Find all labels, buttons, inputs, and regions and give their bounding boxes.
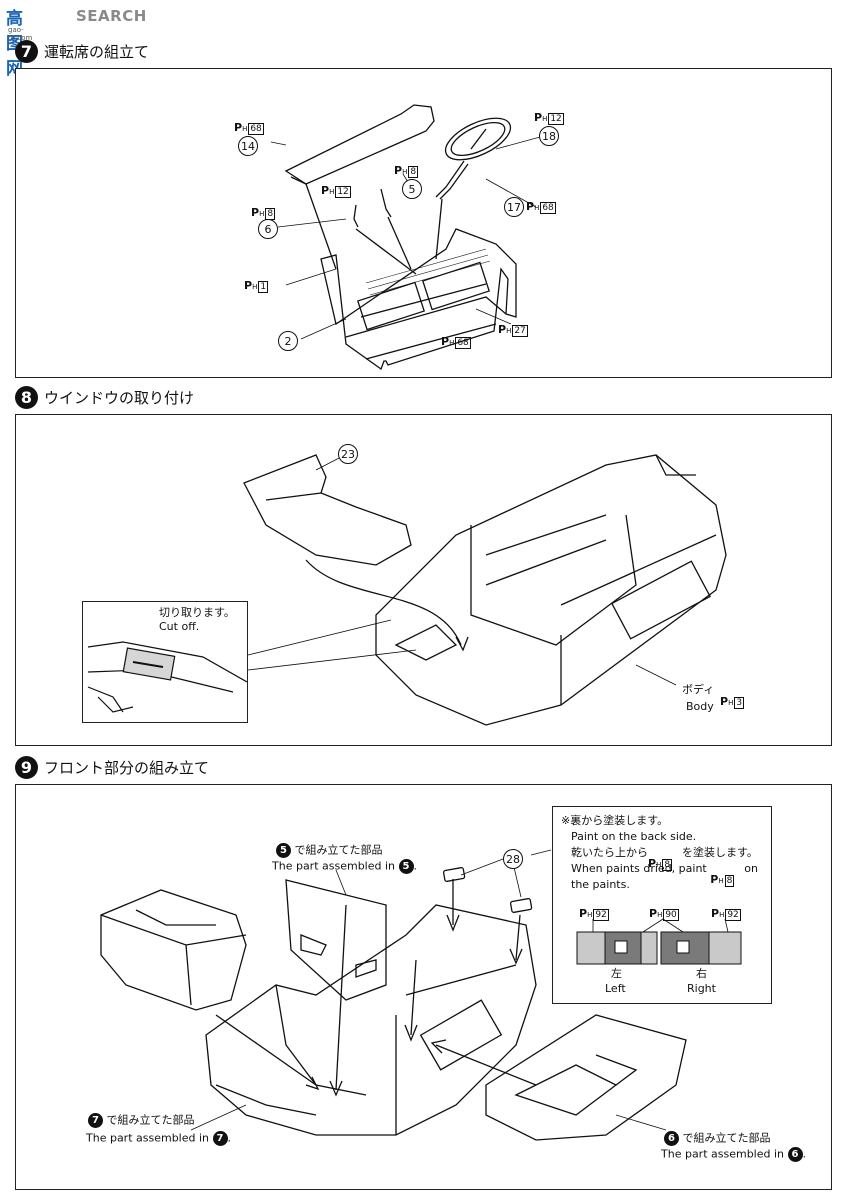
- right-label-en: Right: [687, 982, 716, 995]
- part-number-14: 14: [238, 136, 258, 156]
- step-8-title: ウインドウの取り付け: [44, 388, 195, 407]
- part-number-17: 17: [504, 197, 524, 217]
- step-9-header: 9 フロント部分の組み立て: [15, 754, 209, 780]
- step-9-illustration: [100, 849, 687, 1141]
- watermark-url: gao-tu.com: [8, 26, 33, 42]
- step-9-title: フロント部分の組み立て: [44, 758, 210, 777]
- cut-off-detail-drawing: [87, 641, 247, 713]
- part-number-28: 28: [503, 849, 523, 869]
- assembled-in-7-jp: 7 で組み立てた部品: [88, 1113, 195, 1128]
- part-number-18: 18: [539, 126, 559, 146]
- assembled-in-6-en: The part assembled in 6.: [661, 1147, 807, 1162]
- assembled-in-7-en: The part assembled in 7.: [86, 1131, 232, 1146]
- step-9-number: 9: [15, 755, 38, 779]
- step-7-header: 7 運転席の組立て: [15, 38, 149, 64]
- step-7-title: 運転席の組立て: [44, 42, 150, 61]
- watermark-site-en: SEARCH: [76, 7, 147, 25]
- cut-off-label-en: Cut off.: [159, 620, 200, 633]
- note-line-2: Paint on the back side.: [571, 830, 697, 843]
- part-number-5: 5: [402, 179, 422, 199]
- step-7-illustration: [270, 104, 552, 371]
- assembled-in-5-en: The part assembled in 5.: [272, 859, 418, 874]
- assembled-in-6-jp: 6 で組み立てた部品: [664, 1131, 771, 1146]
- assembled-in-5-jp: 5 で組み立てた部品: [276, 843, 383, 858]
- part-number-6: 6: [258, 219, 278, 239]
- body-label-en: Body: [686, 700, 714, 713]
- step-9-panel: 5 で組み立てた部品 The part assembled in 5. 28 ※…: [15, 784, 832, 1190]
- paint-note-box: ※裏から塗装します。 Paint on the back side. 乾いたら上…: [552, 806, 772, 1004]
- lens-paint-diagram: [576, 918, 742, 965]
- step-8-number: 8: [15, 385, 38, 409]
- cut-off-detail-inset: 切り取ります。 Cut off.: [82, 601, 248, 723]
- step-8-illustration: [243, 454, 727, 726]
- note-line-1: ※裏から塗装します。: [561, 814, 669, 827]
- left-label-en: Left: [605, 982, 626, 995]
- cut-off-label-jp: 切り取ります。: [159, 606, 235, 619]
- part-number-23: 23: [338, 444, 358, 464]
- left-label-jp: 左: [611, 967, 622, 980]
- note-line-5: the paints.: [571, 878, 630, 891]
- step-8-header: 8 ウインドウの取り付け: [15, 384, 194, 410]
- body-label-jp: ボディ: [682, 683, 715, 696]
- part-number-2: 2: [278, 331, 298, 351]
- right-label-jp: 右: [696, 967, 707, 980]
- step-7-number: 7: [15, 39, 38, 63]
